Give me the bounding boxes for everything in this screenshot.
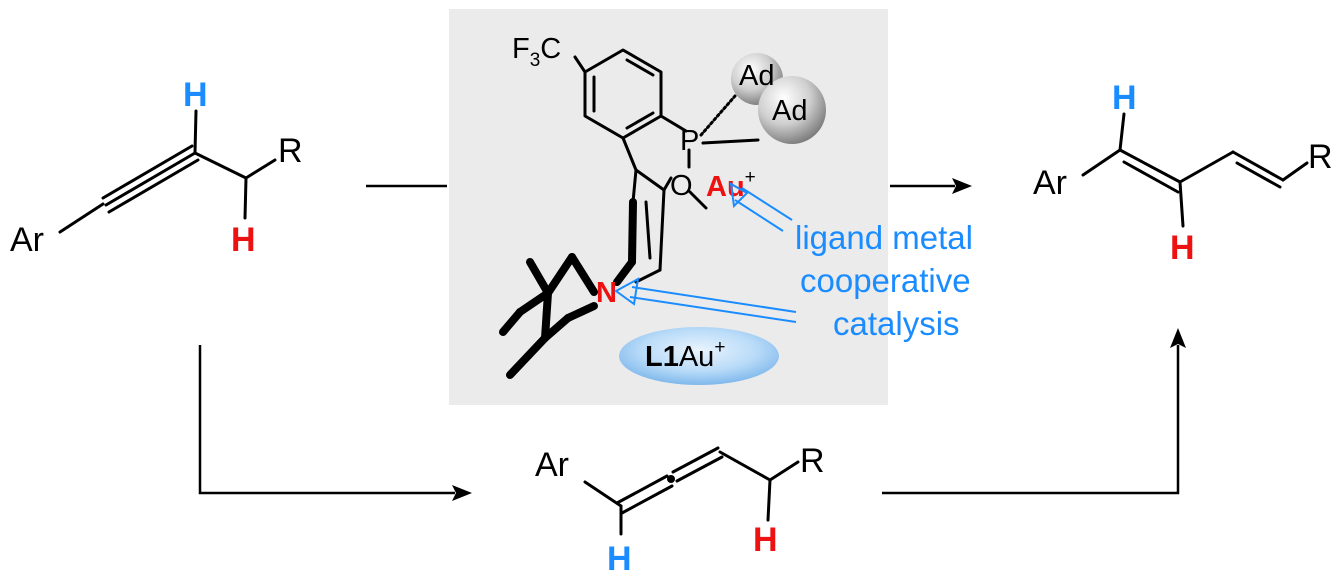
nitrogen-atom: N bbox=[596, 277, 617, 309]
intermediate-h-red: H bbox=[753, 521, 778, 559]
product-ar: Ar bbox=[1033, 164, 1067, 202]
product-h-blue: H bbox=[1112, 79, 1137, 117]
oxygen-atom: O bbox=[670, 170, 693, 202]
annotation-line-1: ligand metal bbox=[795, 219, 973, 256]
annotation-line-3: catalysis bbox=[833, 305, 960, 342]
catalyst-structure bbox=[499, 48, 708, 379]
reactant-r: R bbox=[278, 132, 303, 170]
reaction-arrows bbox=[198, 178, 1186, 501]
p-ad-hash-bond bbox=[699, 94, 737, 137]
intermediate-ar: Ar bbox=[535, 446, 569, 484]
product-r: R bbox=[1308, 138, 1333, 176]
catalyst-badge-label: L1Au+ bbox=[645, 337, 725, 373]
product-structure bbox=[1081, 112, 1309, 228]
adamantyl-label-2: Ad bbox=[772, 95, 807, 127]
reactant-ar: Ar bbox=[10, 221, 44, 259]
p-ad-bond bbox=[701, 138, 760, 145]
intermediate-r: R bbox=[800, 442, 825, 480]
product-h-red: H bbox=[1170, 229, 1195, 267]
annotation-line-2: cooperative bbox=[800, 262, 971, 299]
cooperation-arrows bbox=[614, 182, 797, 323]
adamantyl-sphere-bottom bbox=[758, 76, 826, 144]
phosphorus-atom: P bbox=[680, 125, 699, 157]
reactant-h-blue: H bbox=[183, 76, 208, 114]
cf3-group: F3C bbox=[512, 33, 561, 71]
adamantyl-label-1: Ad bbox=[739, 60, 774, 92]
reactant-h-red: H bbox=[231, 221, 256, 259]
intermediate-structure bbox=[583, 446, 800, 536]
catalyst-badge bbox=[619, 327, 779, 385]
intermediate-h-blue: H bbox=[607, 540, 632, 578]
reactant-structure bbox=[58, 109, 277, 234]
